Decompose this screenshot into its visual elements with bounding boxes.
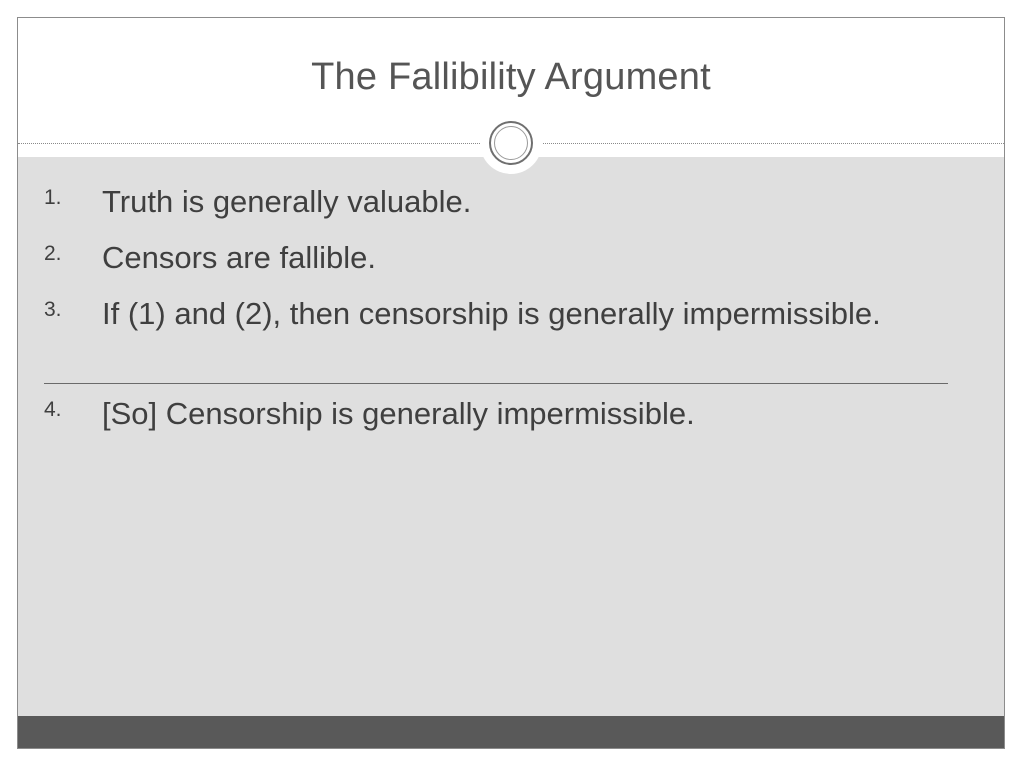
premise-number: 3. xyxy=(44,298,62,321)
conclusion-number: 4. xyxy=(44,398,62,421)
ornament-ring xyxy=(489,121,533,165)
slide-title: The Fallibility Argument xyxy=(311,56,711,98)
conclusion-text: [So] Censorship is generally impermissib… xyxy=(102,396,695,431)
premise-text: Truth is generally valuable. xyxy=(102,184,472,219)
conclusion-divider xyxy=(44,383,948,384)
slide-frame: The Fallibility Argument 1. Truth is gen… xyxy=(17,17,1005,749)
content-area xyxy=(18,157,1004,716)
footer-bar xyxy=(18,716,1004,748)
ornament-ring-inner xyxy=(494,126,528,160)
circle-ornament-icon xyxy=(480,112,542,174)
premise-text: Censors are fallible. xyxy=(102,240,376,275)
premise-number: 2. xyxy=(44,242,62,265)
premise-number: 1. xyxy=(44,186,62,209)
premise-text: If (1) and (2), then censorship is gener… xyxy=(102,296,881,331)
